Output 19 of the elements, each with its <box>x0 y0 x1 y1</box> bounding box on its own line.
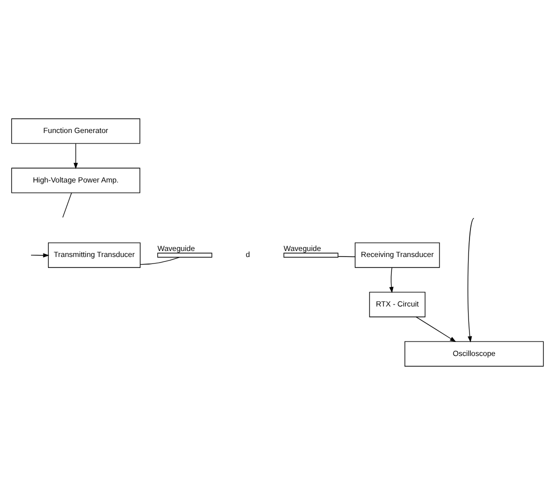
arrow <box>389 266 394 293</box>
connector <box>140 256 180 264</box>
arrow <box>30 252 50 257</box>
node-bar <box>157 252 212 258</box>
connector <box>338 256 356 257</box>
node-label: Waveguide <box>157 243 195 252</box>
arrow <box>74 142 78 169</box>
node-bar <box>284 252 338 258</box>
arrow <box>468 217 474 342</box>
arrow <box>416 316 456 342</box>
node-box: Receiving Transducer <box>354 242 440 268</box>
node-box: Transmitting Transducer <box>48 242 141 268</box>
node-box: Function Generator <box>11 118 140 144</box>
node-box: Oscilloscope <box>404 340 544 366</box>
label: d <box>246 250 250 259</box>
node-box: High-Voltage Power Amp. <box>11 167 140 193</box>
node-box: RTX - Circuit <box>369 291 426 317</box>
node-label: Waveguide <box>284 243 322 252</box>
connector <box>62 192 72 218</box>
